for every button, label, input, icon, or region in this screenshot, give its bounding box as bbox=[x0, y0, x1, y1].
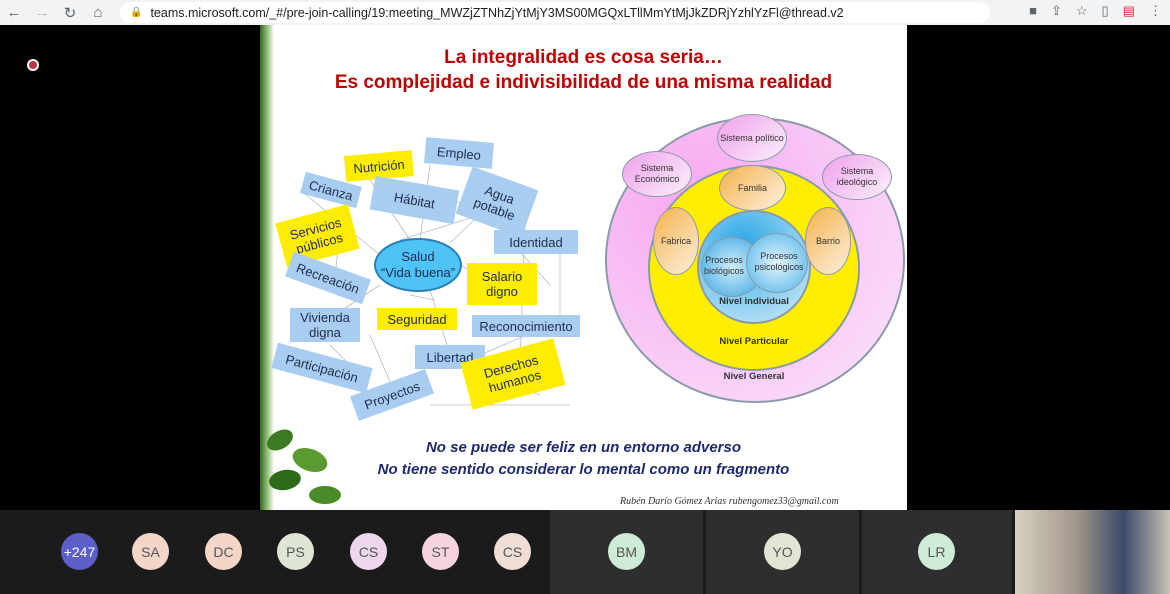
self-video-preview[interactable] bbox=[1015, 510, 1170, 594]
word-seguridad: Seguridad bbox=[377, 308, 457, 330]
procesos-psicologicos: Procesos psicológicos bbox=[754, 251, 804, 272]
word-reconocimiento: Reconocimiento bbox=[472, 315, 580, 337]
reload-icon[interactable]: ↻ bbox=[63, 4, 77, 22]
slide-title-2: Es complejidad e indivisibilidad de una … bbox=[334, 72, 833, 93]
address-bar[interactable]: 🔒 teams.microsoft.com/_#/pre-join-calling… bbox=[120, 2, 990, 23]
label-nivel-individual: Nivel individual bbox=[719, 296, 789, 307]
sidebar-icon[interactable]: ▯ bbox=[1101, 3, 1109, 18]
participant-avatar[interactable]: BM bbox=[608, 533, 645, 570]
center-line-1: Salud bbox=[401, 249, 435, 264]
participants-bar: +247 SA DC PS CS ST CS BM YO LR bbox=[0, 510, 1170, 594]
forward-icon[interactable]: → bbox=[34, 4, 50, 21]
participant-avatar[interactable]: LR bbox=[918, 533, 955, 570]
more-participants-button[interactable]: +247 bbox=[61, 533, 98, 570]
center-line-2: “Vida buena” bbox=[380, 265, 456, 280]
word-salario-digno: Salario digno bbox=[467, 263, 537, 305]
participant-avatar[interactable]: PS bbox=[277, 533, 314, 570]
menu-icon[interactable]: ⋮ bbox=[1149, 3, 1162, 18]
slide-title-1: La integralidad es cosa seria… bbox=[444, 47, 723, 68]
shared-slide: La integralidad es cosa seria… Es comple… bbox=[260, 25, 907, 510]
barrio: Barrio bbox=[805, 207, 851, 275]
lock-icon: 🔒 bbox=[130, 7, 143, 18]
word-identidad: Identidad bbox=[494, 230, 578, 254]
sistema-politico: Sistema político bbox=[717, 114, 787, 162]
recording-icon bbox=[27, 59, 39, 71]
participant-avatar[interactable]: CS bbox=[494, 533, 531, 570]
label-nivel-general: Nivel General bbox=[723, 371, 785, 382]
url-text: teams.microsoft.com/_#/pre-join-calling/… bbox=[150, 5, 844, 20]
author-signature: Rubén Darío Gómez Arias rubengomez33@gma… bbox=[620, 496, 839, 507]
quote-1: No se puede ser feliz en un entorno adve… bbox=[425, 439, 742, 456]
participant-avatar[interactable]: ST bbox=[422, 533, 459, 570]
leaves-decoration-icon bbox=[267, 429, 341, 504]
extension-icon[interactable]: ▤ bbox=[1122, 3, 1135, 18]
star-icon[interactable]: ☆ bbox=[1075, 3, 1088, 18]
sistema-ideologico: Sistema ideológico bbox=[822, 154, 892, 200]
procesos-biologicos: Procesos biológicos bbox=[703, 255, 745, 276]
back-icon[interactable]: ← bbox=[6, 4, 22, 21]
participant-avatar[interactable]: CS bbox=[350, 533, 387, 570]
procesos-psicologicos-circle bbox=[746, 233, 808, 293]
quote-2: No tiene sentido considerar lo mental co… bbox=[377, 461, 790, 478]
participant-avatar[interactable]: YO bbox=[764, 533, 801, 570]
browser-toolbar: ← → ↻ ⌂ 🔒 teams.microsoft.com/_#/pre-join… bbox=[0, 0, 1170, 25]
label-nivel-particular: Nivel Particular bbox=[719, 336, 789, 347]
sistema-economico: Sistema Económico bbox=[622, 151, 692, 197]
familia: Familia bbox=[719, 165, 786, 211]
fabrica: Fabrica bbox=[653, 207, 699, 275]
center-salud: Salud“Vida buena” bbox=[374, 238, 462, 292]
camera-icon[interactable]: ■ bbox=[1029, 3, 1037, 18]
participant-avatar[interactable]: SA bbox=[132, 533, 169, 570]
share-icon[interactable]: ⇪ bbox=[1050, 3, 1062, 18]
word-vivienda-digna: Vivienda digna bbox=[290, 308, 360, 342]
home-icon[interactable]: ⌂ bbox=[93, 4, 103, 21]
participant-avatar[interactable]: DC bbox=[205, 533, 242, 570]
slide-border-decoration bbox=[260, 25, 274, 510]
